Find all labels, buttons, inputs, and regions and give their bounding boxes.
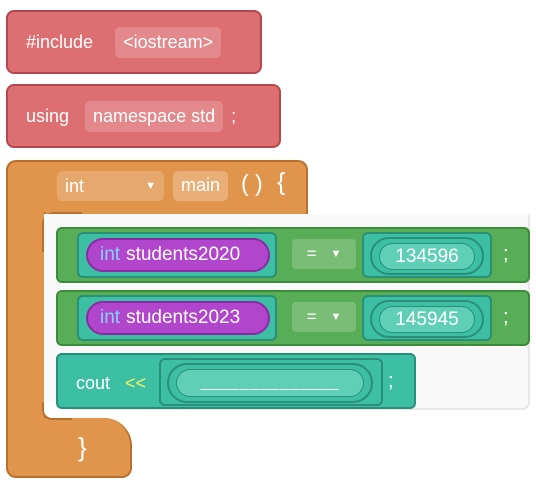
include-header-field[interactable]: <iostream> [115,26,222,58]
value-text: 134596 [395,245,459,267]
cout-expression-outer: ______________ [167,363,373,403]
value-outer: 134596 [370,237,484,275]
include-block[interactable]: #include <iostream> [6,10,262,74]
assign-operator-dropdown[interactable]: = ▼ [292,239,356,269]
cout-keyword: cout [76,373,111,393]
chevron-down-icon: ▼ [330,248,342,260]
statement-semicolon: ; [503,306,509,328]
using-semicolon: ; [231,105,237,126]
variable-pill[interactable]: int students2020 [86,238,270,272]
cout-placeholder: ______________ [200,374,340,391]
close-brace: } [78,432,87,462]
chevron-down-icon: ▼ [330,311,342,323]
chevron-down-icon: ▼ [145,180,156,192]
using-block[interactable]: using namespace std ; [6,84,281,148]
declaration-statement-2023[interactable]: int students2023 = ▼ 145945 ; [56,290,530,346]
value-box: 145945 [362,295,492,341]
operator-label: = [306,244,317,263]
value-outer: 145945 [370,300,484,338]
main-function-block[interactable] [6,160,308,216]
cout-expression-field[interactable]: ______________ [176,369,364,397]
type-keyword: int [100,244,121,265]
type-keyword: int [100,307,121,328]
function-parens: ( ) [241,170,263,196]
return-type-label: int [65,175,85,196]
cout-statement[interactable]: cout << ______________ ; [56,353,416,409]
using-keyword: using [26,105,70,126]
variable-declaration-box: int students2023 [77,295,277,341]
value-text: 145945 [395,308,459,330]
variable-name: students2020 [126,244,241,265]
declaration-statement-2020[interactable]: int students2020 = ▼ 134596 ; [56,227,530,283]
cout-expression-box: ______________ [159,358,383,406]
operator-label: = [306,307,317,326]
value-box: 134596 [362,232,492,278]
return-type-dropdown[interactable]: int ▼ [57,171,164,201]
stream-operator: << [125,373,147,393]
cout-semicolon: ; [388,370,394,392]
value-field[interactable]: 134596 [379,243,475,270]
include-keyword: #include [26,31,94,52]
variable-pill[interactable]: int students2023 [86,301,270,335]
main-function-spine [6,212,46,422]
namespace-field[interactable]: namespace std [85,100,224,132]
variable-name: students2023 [126,307,241,328]
statement-semicolon: ; [503,243,509,265]
function-name-field[interactable]: main [173,171,229,201]
assign-operator-dropdown[interactable]: = ▼ [292,302,356,332]
main-function-footer [6,418,132,478]
open-brace: { [277,168,286,196]
variable-declaration-box: int students2020 [77,232,277,278]
value-field[interactable]: 145945 [379,306,475,333]
